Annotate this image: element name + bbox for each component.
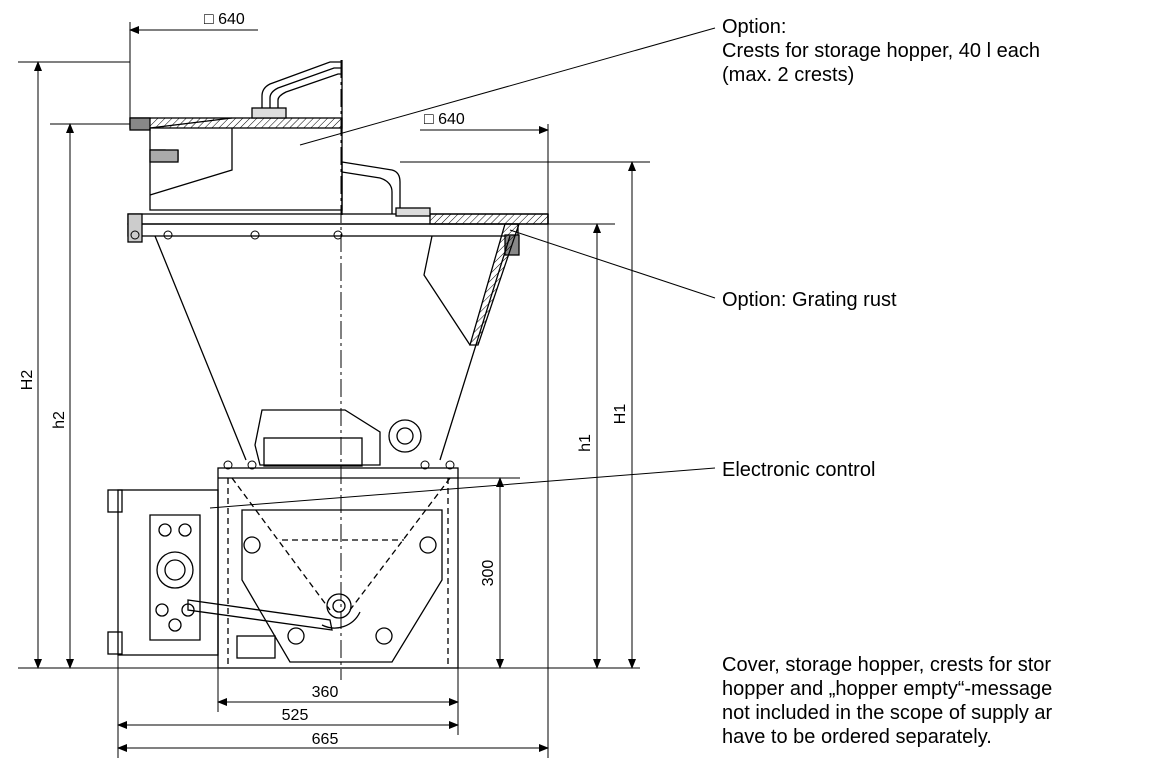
bolts	[130, 230, 455, 470]
callout-crests-line3: (max. 2 crests)	[722, 64, 855, 86]
dosing-unit	[107, 409, 459, 669]
hidden-lines	[227, 477, 451, 668]
dim-360: 360	[312, 684, 339, 701]
dim-crest-square: □ 640	[204, 11, 245, 28]
callout-grating: Option: Grating rust	[722, 289, 897, 311]
dimension-lines	[18, 22, 716, 758]
callout-cover: Cover, storage hopper, crests for stor h…	[722, 653, 1161, 749]
callout-crests-line1: Option:	[722, 16, 787, 38]
callout-cover-line2: hopper and „hopper empty“-message	[722, 678, 1053, 700]
dim-H1: H1	[612, 404, 629, 425]
hopper-cone	[154, 235, 511, 461]
callout-cover-line1: Cover, storage hopper, crests for stor	[722, 654, 1052, 676]
dim-h2: h2	[51, 411, 68, 429]
callout-cover-line3: not included in the scope of supply ar	[722, 702, 1053, 724]
dim-H2: H2	[19, 370, 36, 391]
callout-crests: Option: Crests for storage hopper, 40 l …	[722, 15, 1040, 87]
upper-crest	[129, 60, 343, 211]
callout-cover-line4: have to be ordered separately.	[722, 726, 992, 748]
dim-525: 525	[282, 707, 309, 724]
callout-crests-line2: Crests for storage hopper, 40 l each	[722, 40, 1040, 62]
hopper-top	[127, 161, 549, 346]
callout-control: Electronic control	[722, 459, 876, 481]
dim-665: 665	[312, 731, 339, 748]
dim-h1: h1	[577, 434, 594, 452]
dim-hopper-square: □ 640	[424, 111, 465, 128]
dim-300: 300	[480, 560, 497, 587]
